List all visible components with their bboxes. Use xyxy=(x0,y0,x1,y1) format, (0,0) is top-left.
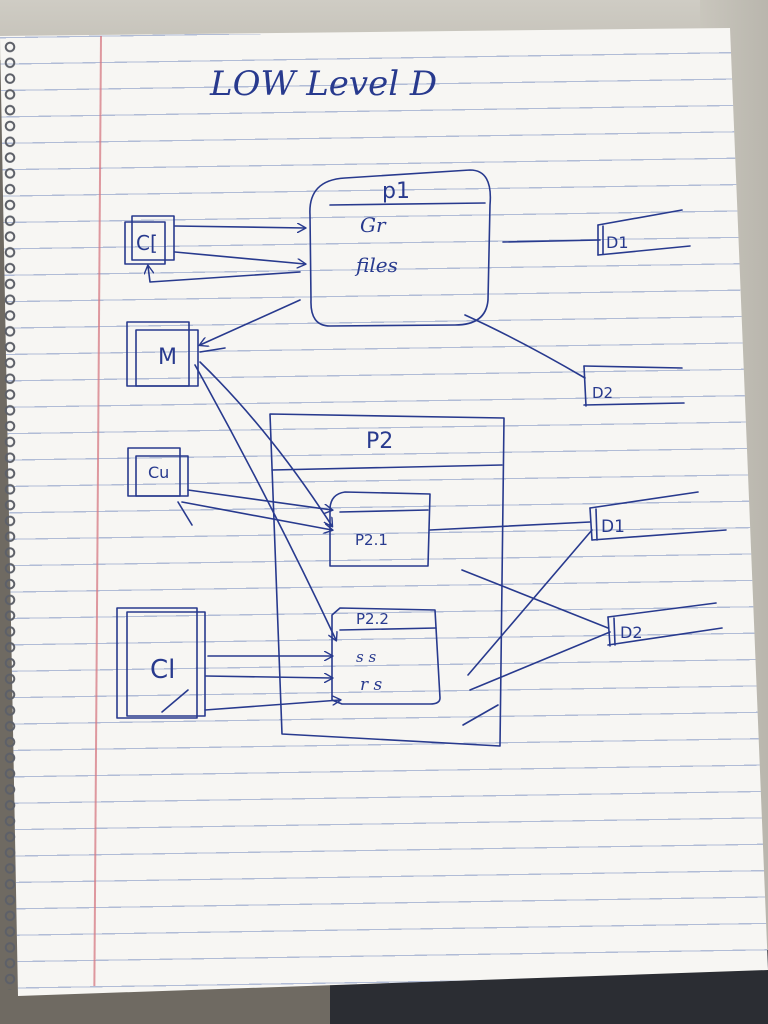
flow-cu-to-p2-1-b xyxy=(181,501,332,530)
entity-m: M xyxy=(126,321,199,387)
datastore-d1-mid-label: D1 xyxy=(601,517,625,537)
entity-m-label: M xyxy=(158,345,177,370)
flow-cu-to-p2-1-a xyxy=(187,489,332,510)
entity-cu: Cu xyxy=(127,447,189,497)
flow-cu-tail xyxy=(177,501,193,526)
datastore-d1-top-label: D1 xyxy=(606,233,629,252)
flow-p1-to-m xyxy=(200,299,301,345)
flow-p2-tail xyxy=(462,704,499,726)
flow-m-tick xyxy=(199,347,226,353)
entity-c-top-label: C[ xyxy=(136,231,158,255)
p2-label: P2 xyxy=(366,429,393,454)
flow-p1-to-d2-top xyxy=(464,314,586,379)
datastore-d1-mid: D1 xyxy=(589,491,727,541)
flow-p1-to-d1-top xyxy=(502,239,601,243)
process-p2-2: P2.2 s s r s xyxy=(331,607,441,705)
entity-c-top: C[ xyxy=(124,215,175,265)
process-p2: P2 xyxy=(269,413,505,747)
flow-cl-to-p2-2-c xyxy=(204,700,340,711)
flow-p2-to-d2 xyxy=(461,569,609,629)
flow-c-to-p1-b xyxy=(174,251,305,264)
flow-p2-2-to-d2 xyxy=(469,631,611,691)
flow-c-to-p1-a xyxy=(174,226,305,228)
entity-cl: Cl xyxy=(116,607,206,719)
diagram-title: LOW Level D xyxy=(209,64,437,104)
spiral-binding xyxy=(0,40,26,990)
p1-label: p1 xyxy=(382,179,410,204)
flow-p1-to-c xyxy=(148,266,301,283)
entity-cu-label: Cu xyxy=(148,463,169,482)
datastore-d2-bottom-label: D2 xyxy=(620,623,643,642)
flows xyxy=(148,226,611,726)
process-p2-1: P2.1 xyxy=(329,491,431,567)
flow-m-to-p2-1 xyxy=(199,361,332,526)
p2-2-label: P2.2 xyxy=(356,610,389,628)
datastore-d2-bottom: D2 xyxy=(607,602,723,647)
notebook-page xyxy=(0,28,768,996)
entity-cl-label: Cl xyxy=(150,655,175,685)
flow-m-to-p2-2 xyxy=(194,364,336,640)
datastore-d2-top: D2 xyxy=(583,365,685,407)
process-p1: p1 Gr files xyxy=(309,169,492,327)
p2-2-line-2: r s xyxy=(360,675,383,695)
p1-line-1: Gr xyxy=(360,213,387,237)
flow-p2-1-to-d1 xyxy=(429,521,591,531)
flow-p2-2-to-d1 xyxy=(467,529,593,676)
p2-1-label: P2.1 xyxy=(355,531,388,549)
p2-2-line-1: s s xyxy=(356,648,376,666)
flow-cl-to-p2-2-b xyxy=(205,676,332,678)
datastore-d1-top: D1 xyxy=(597,209,691,256)
p1-line-2: files xyxy=(354,253,398,277)
datastore-d2-top-label: D2 xyxy=(592,384,613,402)
